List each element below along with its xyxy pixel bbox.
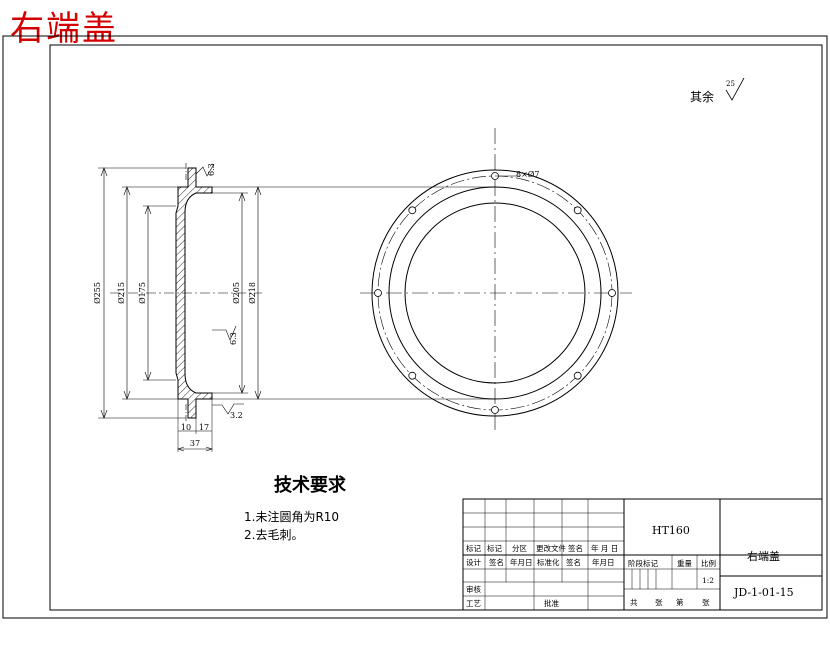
scale-value: 1:2	[702, 576, 714, 585]
svg-text:年月日: 年月日	[510, 557, 533, 567]
page-title: 右端盖	[10, 9, 118, 49]
outer-border	[2, 35, 828, 619]
inner-frame	[49, 44, 823, 611]
technical-notes: 技术要求 1.未注圆角为R10 2.去毛刺。	[244, 474, 347, 542]
svg-text:比例: 比例	[701, 558, 716, 568]
roughness-mark-mid: 6.3	[212, 325, 238, 345]
roughness-note: 其余 25	[690, 77, 745, 104]
notes-title: 技术要求	[274, 474, 347, 496]
drawing-number: JD-1-01-15	[733, 586, 794, 599]
svg-text:年 月 日: 年 月 日	[591, 543, 618, 553]
svg-text:批准: 批准	[544, 598, 559, 608]
svg-text:张: 张	[655, 598, 663, 607]
bolt-hole	[491, 406, 499, 414]
roughness-symbol	[725, 77, 745, 101]
dim-d218: Ø218	[248, 282, 257, 304]
bolt-hole	[374, 289, 382, 297]
svg-text:设计: 设计	[466, 557, 481, 567]
dim-d255: Ø255	[93, 282, 102, 304]
title-block: 标记 标记 分区 更改文件 签名 年 月 日 设计 签名 年月日 标准化 签名 …	[462, 498, 823, 611]
part-name: 右端盖	[747, 549, 780, 563]
dim-d215: Ø215	[117, 282, 126, 304]
svg-text:更改文件: 更改文件	[536, 543, 566, 553]
dim-w37: 37	[190, 439, 200, 448]
svg-text:张: 张	[702, 598, 710, 607]
svg-text:阶段标记: 阶段标记	[628, 558, 658, 568]
svg-text:审核: 审核	[466, 584, 481, 594]
svg-text:6.3: 6.3	[229, 332, 238, 345]
bolt-hole	[408, 371, 417, 380]
section-body	[175, 167, 213, 419]
roughness-value: 25	[726, 80, 735, 88]
material: HT160	[652, 524, 690, 537]
svg-text:签名: 签名	[568, 543, 583, 553]
svg-text:标记: 标记	[487, 543, 502, 553]
roughness-prefix: 其余	[690, 89, 714, 104]
bolt-hole	[608, 289, 616, 297]
bolt-hole	[573, 371, 582, 380]
end-view: 8×Ø7	[360, 128, 632, 432]
dim-w10: 10	[181, 423, 191, 432]
note-item: 2.去毛刺。	[244, 528, 303, 542]
roughness-mark-bottom: 3.2	[212, 403, 244, 420]
svg-text:6.3: 6.3	[207, 163, 216, 176]
svg-text:年月日: 年月日	[592, 557, 615, 567]
svg-text:标记: 标记	[466, 543, 481, 553]
svg-text:标准化: 标准化	[537, 557, 560, 567]
svg-text:第: 第	[676, 597, 684, 607]
svg-text:签名: 签名	[489, 557, 504, 567]
svg-text:共: 共	[630, 598, 638, 607]
bolt-holes	[374, 172, 616, 414]
svg-text:签名: 签名	[566, 557, 581, 567]
roughness-mark-top: 6.3	[195, 163, 216, 177]
section-view: Ø255 Ø215 Ø175 Ø205 Ø218 6.3 6.3 3.2 10 …	[93, 163, 495, 452]
svg-text:工艺: 工艺	[466, 599, 481, 608]
note-item: 1.未注圆角为R10	[244, 509, 339, 524]
bolt-hole	[408, 206, 417, 215]
dim-d205: Ø205	[232, 282, 241, 304]
dim-d175: Ø175	[138, 282, 147, 304]
svg-text:3.2: 3.2	[230, 411, 243, 420]
bolt-hole	[573, 206, 582, 215]
svg-text:重量: 重量	[677, 559, 692, 568]
dim-w17: 17	[199, 423, 209, 432]
dim-holes: 8×Ø7	[516, 170, 539, 179]
svg-text:分区: 分区	[512, 544, 527, 553]
